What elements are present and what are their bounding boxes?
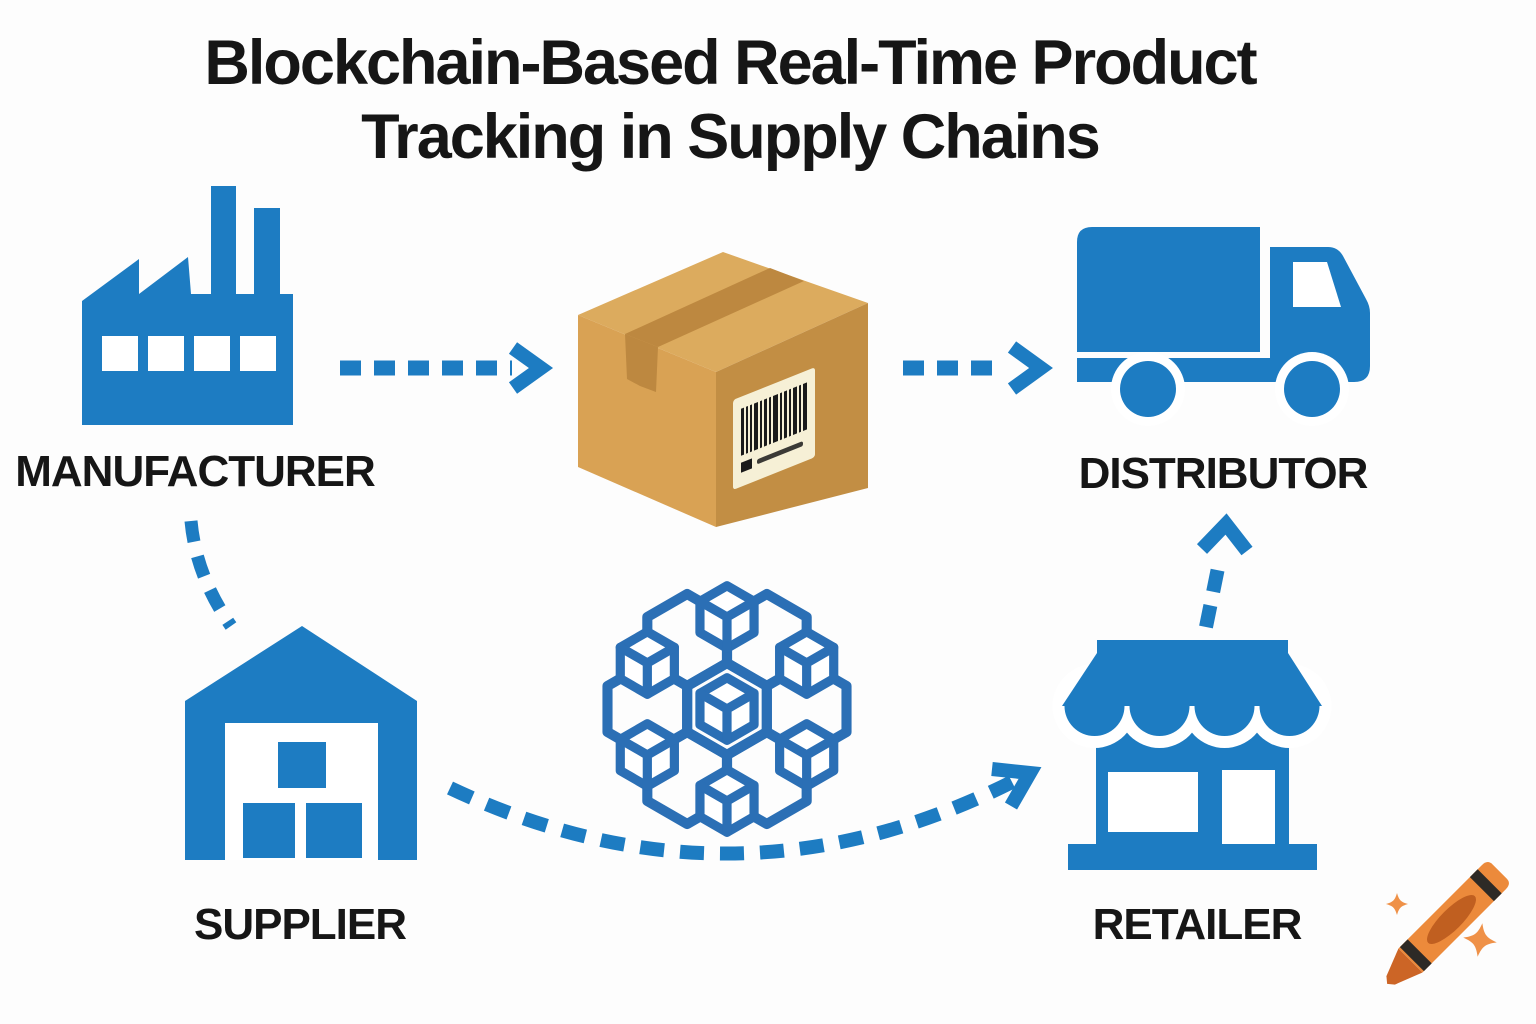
- title-line-1: Blockchain-Based Real-Time Product: [204, 28, 1257, 98]
- distributor-label: DISTRIBUTOR: [1078, 449, 1369, 498]
- storefront-icon: [1052, 640, 1332, 870]
- arrow-manufacturer-to-supplier: [184, 520, 237, 630]
- craiyon-crayon-logo: [1385, 862, 1509, 985]
- arrow-package-to-distributor: [903, 341, 1053, 395]
- title-line-2: Tracking in Supply Chains: [361, 102, 1101, 172]
- barcode-label: [733, 368, 815, 490]
- arrow-retailer-to-distributor: [1196, 513, 1253, 629]
- warehouse-icon: [185, 626, 417, 860]
- supplier-label: SUPPLIER: [193, 900, 407, 949]
- arrow-supplier-to-retailer: [447, 762, 1042, 861]
- factory-icon: [82, 186, 293, 425]
- delivery-truck-icon: [1077, 227, 1370, 426]
- package-box-with-barcode-icon: [578, 252, 868, 527]
- retailer-label: RETAILER: [1092, 900, 1303, 949]
- manufacturer-label: MANUFACTURER: [15, 447, 376, 496]
- blockchain-cubes-icon: [607, 586, 846, 833]
- page-title: Blockchain-Based Real-Time Product Track…: [0, 26, 1460, 174]
- arrow-manufacturer-to-package: [340, 342, 554, 394]
